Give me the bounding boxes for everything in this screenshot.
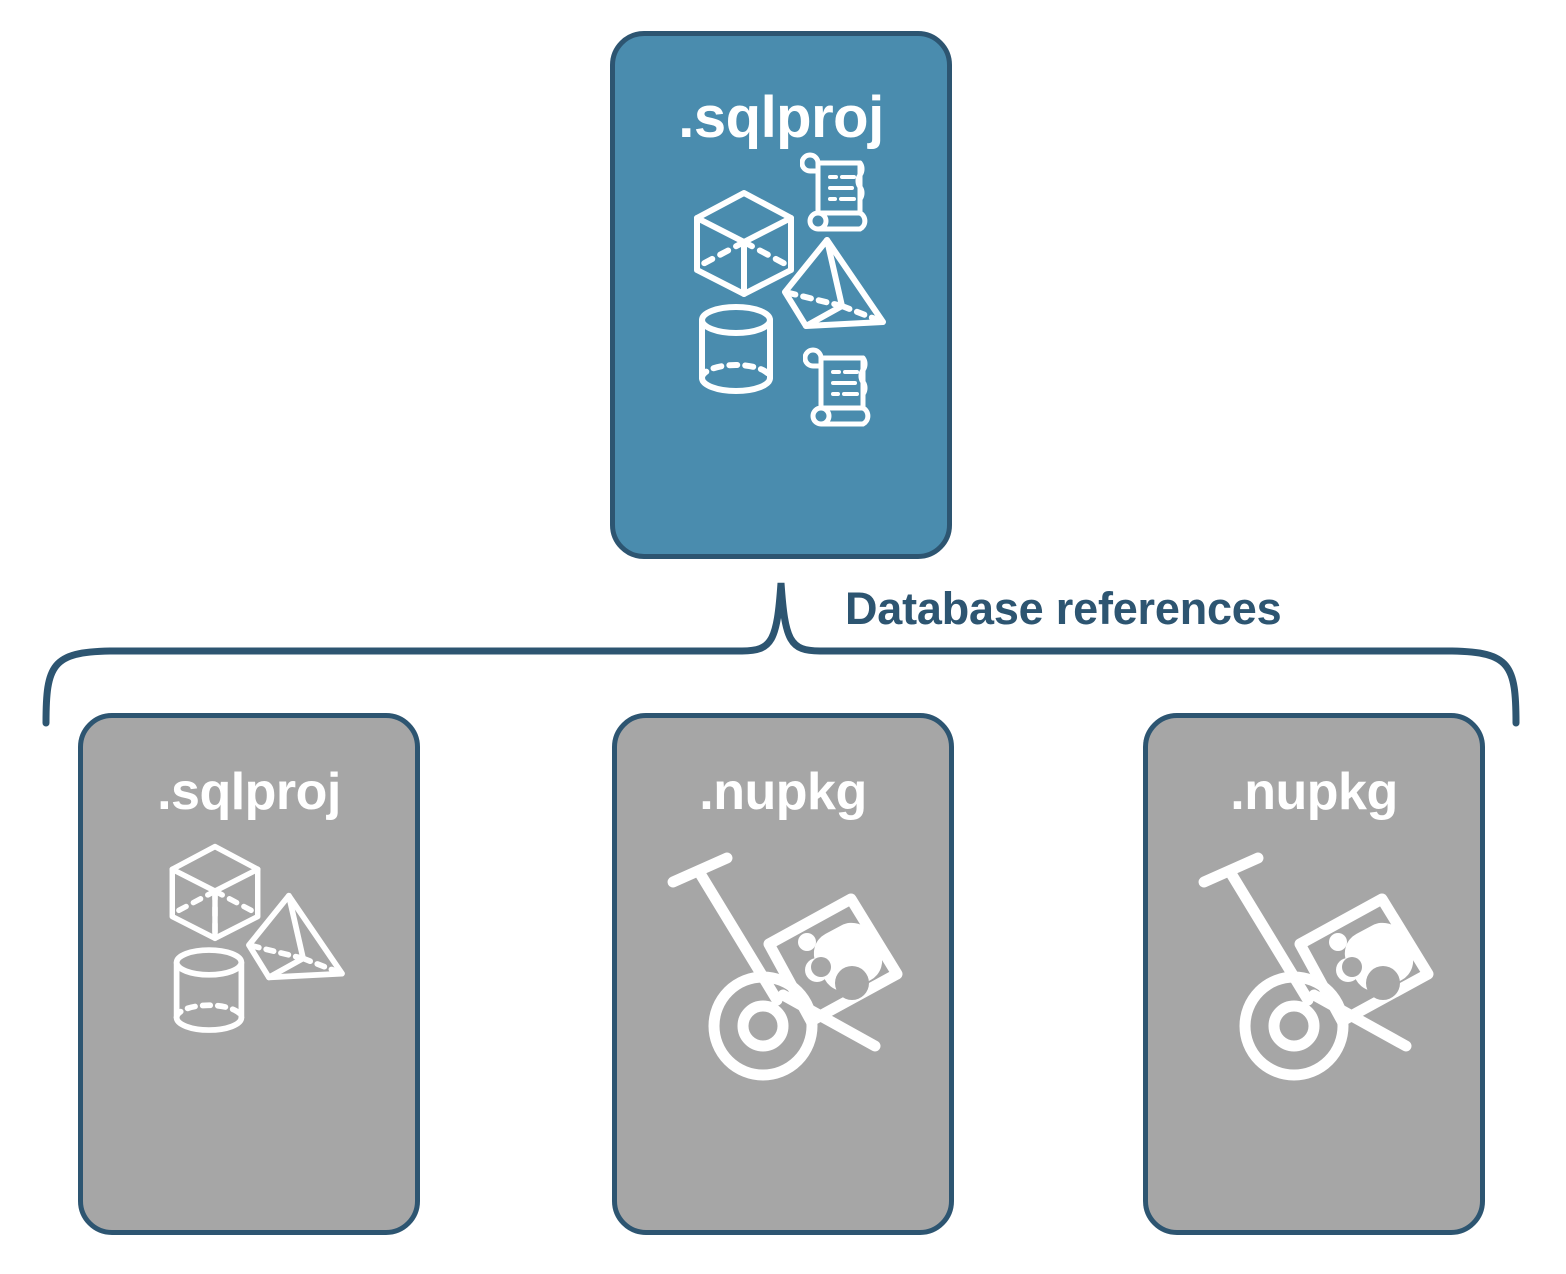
node-icon-group	[83, 822, 415, 1230]
nuget-package-dolly-icon	[1198, 852, 1434, 1081]
nuget-package-dolly-icon	[667, 852, 903, 1081]
cube-icon	[169, 843, 261, 942]
node-reference-nupkg-1[interactable]: .nupkg	[612, 713, 954, 1235]
cylinder-icon	[173, 947, 245, 1033]
node-icon-group	[615, 151, 947, 554]
node-title: .sqlproj	[678, 85, 884, 150]
node-icon-group	[1148, 822, 1480, 1230]
brace-label: Database references	[845, 583, 1282, 634]
cube-icon	[694, 190, 794, 297]
node-title: .nupkg	[1230, 763, 1398, 821]
pyramid-icon	[782, 237, 886, 329]
node-sqlproj-root[interactable]: .sqlproj	[610, 31, 952, 559]
script-scroll-icon	[803, 347, 871, 427]
pyramid-icon	[246, 892, 345, 981]
node-reference-sqlproj[interactable]: .sqlproj	[78, 713, 420, 1235]
cylinder-icon	[699, 304, 773, 394]
node-title: .nupkg	[699, 763, 867, 821]
node-reference-nupkg-2[interactable]: .nupkg	[1143, 713, 1485, 1235]
node-title: .sqlproj	[157, 763, 341, 821]
script-scroll-icon	[800, 152, 868, 232]
node-icon-group	[617, 822, 949, 1230]
brace-path	[42, 582, 1520, 727]
